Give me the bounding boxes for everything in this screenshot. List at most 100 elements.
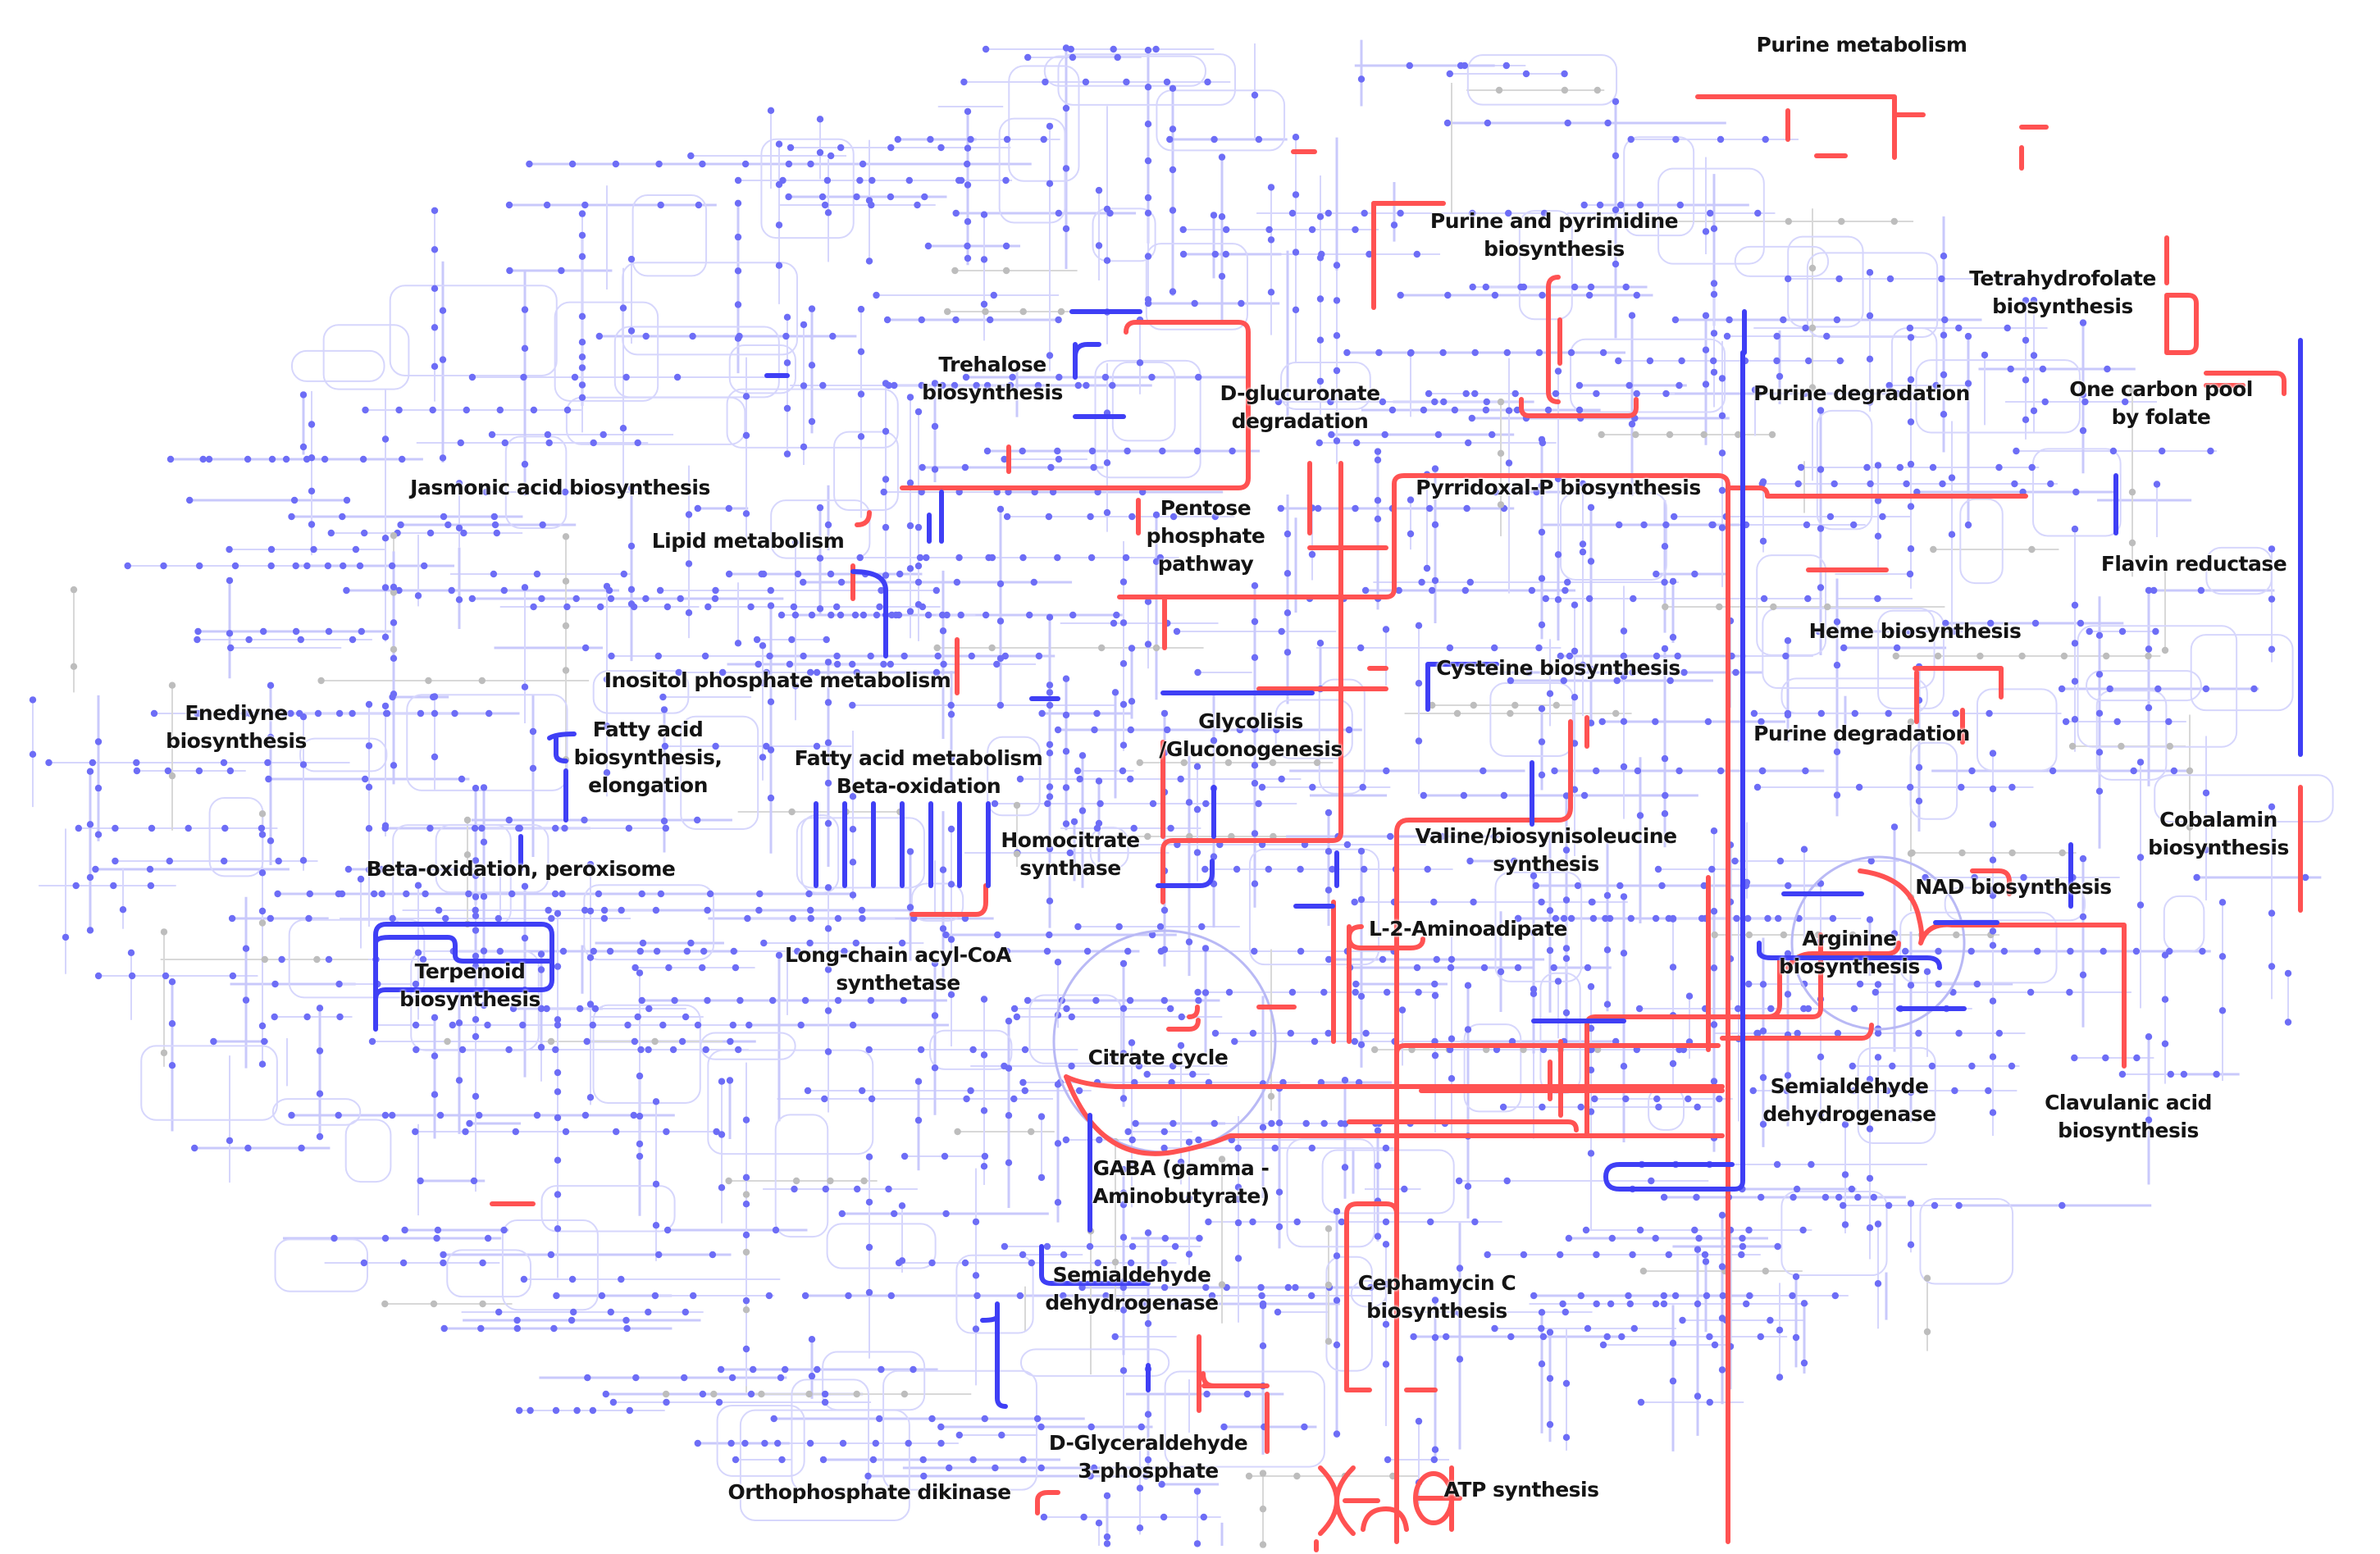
background-compound-nodes <box>29 44 2309 1548</box>
label-semialdehyde-dehydrogenase-2: Semialdehyde dehydrogenase <box>1045 1261 1219 1317</box>
red-path-cysteine <box>1394 719 1573 1544</box>
label-line: dehydrogenase <box>1045 1291 1219 1315</box>
label-line: biosynthesis, <box>573 745 723 769</box>
label-line: Homocitrate <box>1001 828 1140 852</box>
label-line: Beta-oxidation <box>836 774 1001 798</box>
label-line: phosphate <box>1146 524 1265 548</box>
red-path-pentose-phosphate <box>1117 473 1730 1544</box>
upregulated-pathways <box>490 94 2303 1552</box>
label-glycolisis-gluconogenesis: Glycolisis/Gluconogenesis <box>1159 708 1343 763</box>
label-line: Beta-oxidation, peroxisome <box>366 857 676 881</box>
label-heme-biosynthesis: Heme biosynthesis <box>1809 617 2022 645</box>
label-line: Inositol phosphate metabolism <box>604 668 951 692</box>
label-line: dehydrogenase <box>1762 1102 1936 1126</box>
label-nad-biosynthesis: NAD biosynthesis <box>1915 873 2112 901</box>
label-line: biosynthesis <box>922 381 1063 404</box>
label-homocitrate-synthase: Homocitrate synthase <box>1001 827 1140 882</box>
label-line: Purine and pyrimidine <box>1429 209 1679 233</box>
label-line: Cysteine biosynthesis <box>1436 656 1680 680</box>
label-cephamycin-c-biosynthesis: Cephamycin C biosynthesis <box>1358 1269 1516 1325</box>
label-line: Flavin reductase <box>2100 552 2287 576</box>
label-line: Trehalose <box>938 353 1046 376</box>
label-line: Arginine <box>1802 927 1897 950</box>
label-line: Cobalamin <box>2159 808 2277 832</box>
label-one-carbon-pool: One carbon pool by folate <box>2069 376 2253 431</box>
label-trehalose-biosynthesis: Trehalose biosynthesis <box>922 351 1063 407</box>
label-purine-pyrimidine-biosynthesis: Purine and pyrimidine biosynthesis <box>1429 207 1679 263</box>
label-line: elongation <box>588 773 708 797</box>
label-line: One carbon pool <box>2069 377 2253 401</box>
label-lipid-metabolism: Lipid metabolism <box>652 527 845 555</box>
label-arginine-biosynthesis: Arginine biosynthesis <box>1779 925 1920 981</box>
label-line: /Gluconogenesis <box>1159 737 1343 761</box>
red-path-citrate-cycle <box>1064 1074 1725 1156</box>
label-line: Terpenoid <box>414 959 526 983</box>
label-line: Semialdehyde <box>1770 1074 1929 1098</box>
label-tetrahydrofolate-biosynthesis: Tetrahydrofolate biosynthesis <box>1969 265 2156 321</box>
label-line: Enediyne <box>185 701 288 725</box>
red-path-trehalose-bracket <box>900 320 1251 490</box>
label-line: biosynthesis <box>2058 1119 2199 1142</box>
label-line: ATP synthesis <box>1443 1478 1600 1502</box>
label-d-glyceraldehyde-3-phosphate: D-Glyceraldehyde 3-phosphate <box>1048 1429 1248 1485</box>
label-line: synthesis <box>1493 852 1599 876</box>
label-line: biosynthesis <box>1779 955 1920 978</box>
label-line: D-Glyceraldehyde <box>1048 1431 1248 1455</box>
label-line: Pentose <box>1160 496 1252 520</box>
label-line: Fatty acid metabolism <box>794 746 1043 770</box>
label-purine-degradation-1: Purine degradation <box>1753 380 1970 408</box>
label-line: Pyrridoxal-P biosynthesis <box>1416 476 1701 499</box>
arginine-cycle-outline <box>1790 855 1966 1031</box>
label-semialdehyde-dehydrogenase-1: Semialdehyde dehydrogenase <box>1762 1073 1936 1128</box>
label-line: Glycolisis <box>1198 709 1303 733</box>
label-line: Valine/biosynisoleucine <box>1415 824 1677 848</box>
label-line: Orthophosphate dikinase <box>727 1480 1011 1504</box>
label-line: Semialdehyde <box>1052 1263 1211 1287</box>
label-fatty-acid-biosynthesis-elongation: Fatty acid biosynthesis, elongation <box>574 716 723 800</box>
blue-path-terpenoid <box>373 922 554 1032</box>
label-line: L-2-Aminoadipate <box>1368 917 1568 941</box>
label-cobalamin-biosynthesis: Cobalamin biosynthesis <box>2148 806 2289 862</box>
label-line: Fatty acid <box>592 718 704 741</box>
label-line: synthase <box>1019 856 1121 880</box>
label-line: Lipid metabolism <box>651 529 845 553</box>
label-line: Aminobutyrate) <box>1092 1184 1270 1208</box>
label-terpenoid-biosynthesis: Terpenoid biosynthesis <box>399 958 540 1014</box>
label-line: by folate <box>2111 405 2211 429</box>
downregulated-pathways <box>373 309 2303 1409</box>
label-line: biosynthesis <box>2148 836 2289 859</box>
label-line: Heme biosynthesis <box>1808 619 2022 643</box>
label-line: NAD biosynthesis <box>1915 875 2112 899</box>
label-line: Tetrahydrofolate <box>1969 267 2156 290</box>
label-line: Purine metabolism <box>1756 33 1967 57</box>
label-line: biosynthesis <box>399 987 540 1011</box>
label-purine-degradation-2: Purine degradation <box>1753 720 1970 748</box>
label-line: Jasmonic acid biosynthesis <box>410 476 710 499</box>
label-line: 3-phosphate <box>1078 1459 1219 1483</box>
blue-path-semialdehyde <box>1039 1244 1151 1286</box>
label-line: biosynthesis <box>1484 237 1625 261</box>
label-gaba: GABA (gamma - Aminobutyrate) <box>1092 1155 1270 1210</box>
label-line: GABA (gamma - <box>1092 1156 1270 1180</box>
label-purine-metabolism: Purine metabolism <box>1757 31 1967 59</box>
label-line: biosynthesis <box>1992 294 2133 318</box>
label-jasmonic-acid-biosynthesis: Jasmonic acid biosynthesis <box>410 474 710 502</box>
label-line: biosynthesis <box>1366 1299 1507 1323</box>
label-flavin-reductase: Flavin reductase <box>2101 550 2287 578</box>
label-line: synthetase <box>836 971 960 995</box>
label-beta-oxidation-peroxisome: Beta-oxidation, peroxisome <box>367 855 676 883</box>
atp-synthesis-glyph <box>1318 1465 1409 1536</box>
red-path-purine-metabolism <box>1695 94 1897 160</box>
red-path-purine-pyrimidine <box>1546 275 1561 404</box>
label-line: Clavulanic acid <box>2045 1091 2212 1114</box>
label-citrate-cycle: Citrate cycle <box>1088 1044 1229 1072</box>
label-line: pathway <box>1157 552 1254 576</box>
label-line: Purine degradation <box>1753 381 1970 405</box>
label-line: D-glucuronate <box>1220 381 1380 405</box>
label-clavulanic-acid-biosynthesis: Clavulanic acid biosynthesis <box>2045 1089 2212 1145</box>
label-line: Cephamycin C <box>1357 1271 1516 1295</box>
